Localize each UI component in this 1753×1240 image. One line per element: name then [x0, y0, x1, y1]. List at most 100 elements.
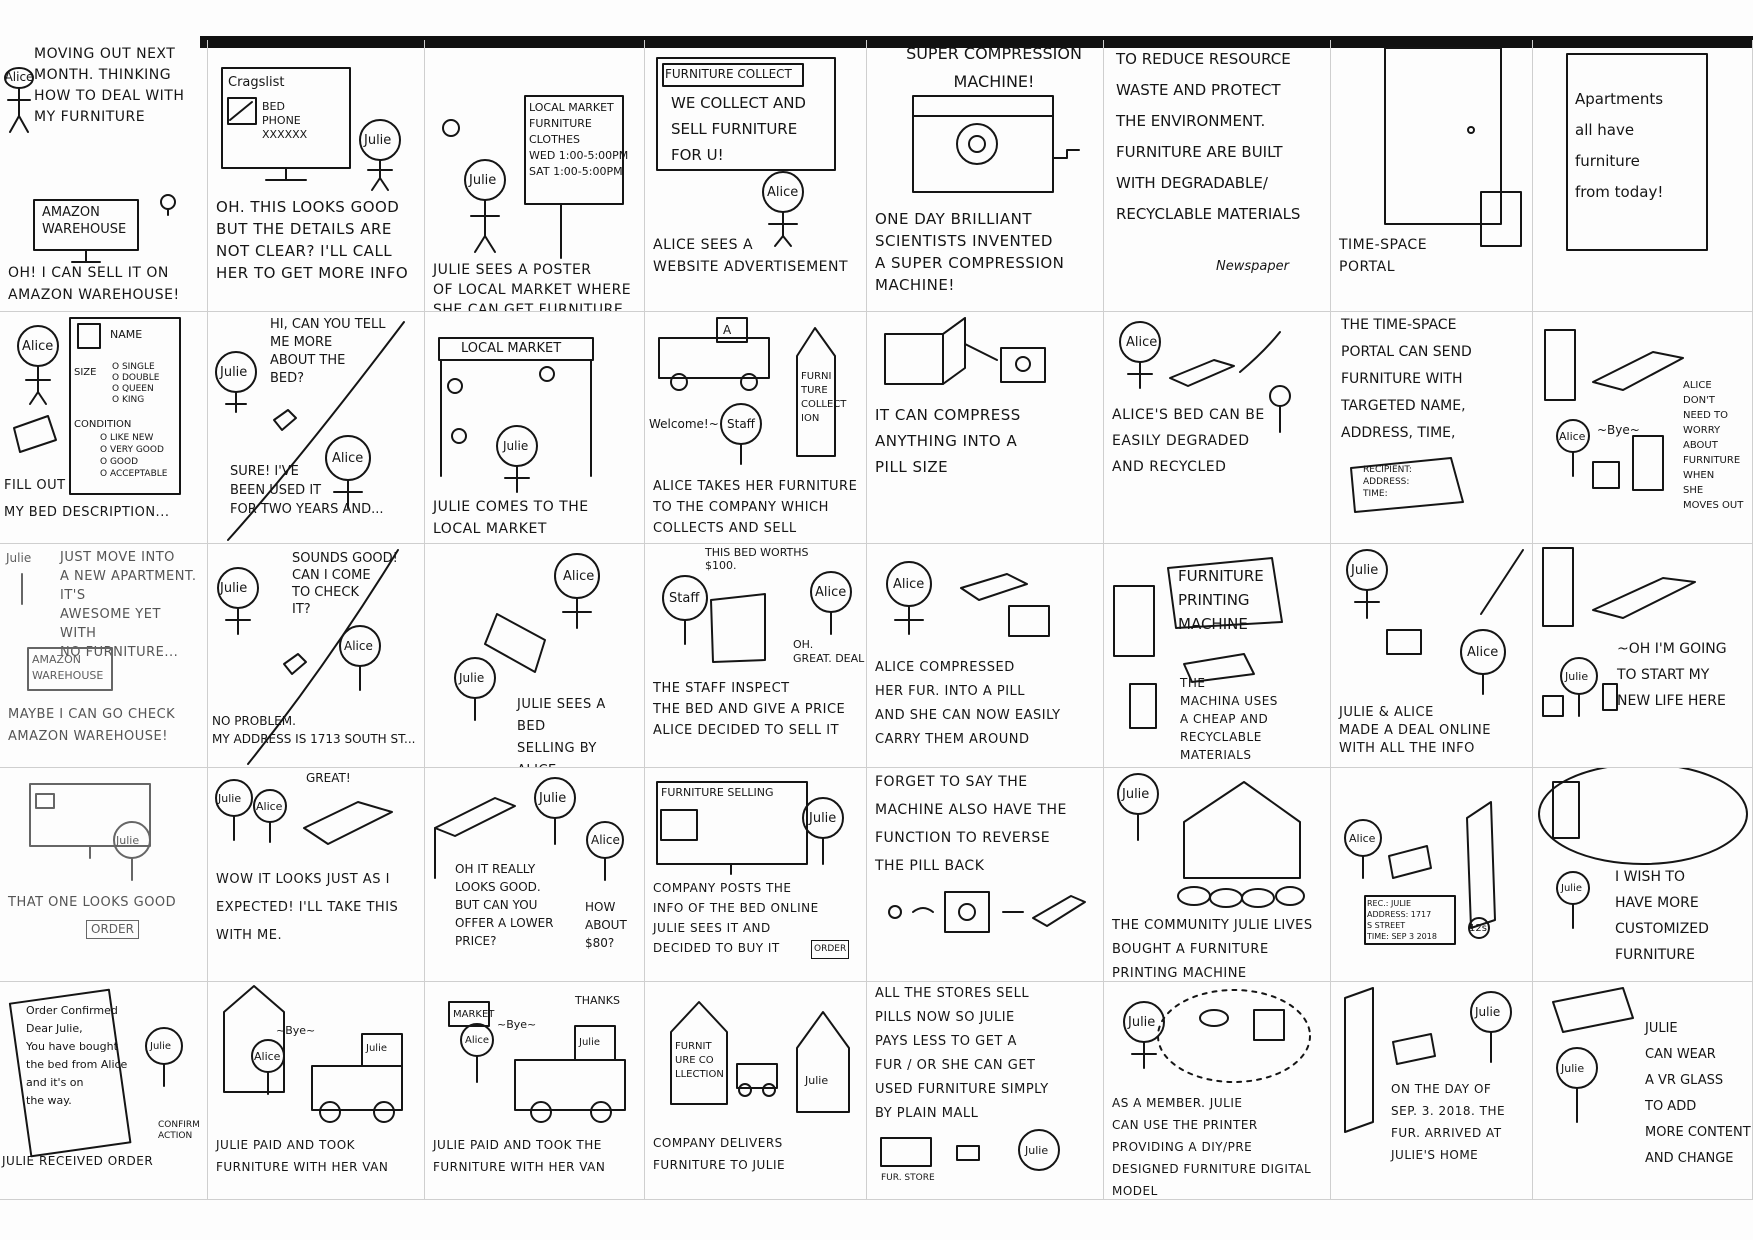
panel-20: This bed worths $100. Staff Alice Oh. gr… [645, 544, 867, 768]
panel-33: Order Confirmed Dear Julie, You have bou… [0, 982, 208, 1200]
julie-name: Julie [1025, 1144, 1049, 1157]
panel-2-caption: Oh. This looks good but the details are … [216, 198, 409, 282]
alice-name: Alice [815, 585, 847, 600]
panel-26-caption: Wow it looks just as I expected! I'll ta… [216, 872, 399, 943]
panel-25-caption: That one looks good [8, 895, 177, 910]
panel-38: Julie As a member. Julie can use the pri… [1104, 982, 1331, 1200]
julie-name: Julie [539, 791, 567, 806]
panel-13-caption: It can compress anything into a pill siz… [875, 406, 1021, 476]
newspaper-label: Newspaper [1216, 259, 1289, 274]
fur-store-label: Fur. Store [881, 1173, 935, 1183]
panel-24-drawing [1542, 547, 1696, 717]
craigslist-listing: Bed Phone xxxxxx [262, 100, 308, 141]
staff-speech: Welcome!~ [649, 417, 719, 431]
order-button[interactable]: Order [811, 940, 850, 959]
julie-name: Julie [220, 365, 248, 380]
alice-name: Alice [893, 577, 925, 592]
panel-2: Cragslist Bed Phone xxxxxx Julie Oh. Thi… [208, 40, 425, 312]
julie-speech: ~Oh I'm going to start my new life here [1617, 641, 1727, 709]
panel-22-drawing [1113, 557, 1283, 729]
panel-16: Alice ~Bye~ Alice don't need to worry ab… [1533, 312, 1753, 544]
panel-11: Local Market Julie Julie comes to the lo… [425, 312, 645, 544]
panel-3: Julie Local Market furniture clothes Wed… [425, 40, 645, 312]
alice-speech: Sure! I've been used it for two years an… [230, 464, 384, 517]
panel-18-drawing [217, 549, 399, 765]
confirm-action-button[interactable]: Confirm Action [158, 1120, 200, 1141]
panel-17-caption: Just move into a new apartment. It's awe… [60, 550, 197, 660]
sign-drawing [1566, 53, 1708, 251]
julie-name: Julie [1122, 787, 1150, 802]
panel-21: Alice Alice compressed her fur. into a p… [867, 544, 1104, 768]
staff-name: Staff [727, 417, 755, 431]
panel-12: A Furni ture Collect ion Welcome!~ Staff… [645, 312, 867, 544]
panel-35: Market Alice Julie ~Bye~ Thanks Julie pa… [425, 982, 645, 1200]
julie-name: Julie [469, 173, 497, 188]
panel-31-drawing [1344, 801, 1496, 945]
craigslist-title: Cragslist [228, 75, 285, 90]
great-speech: Great! [306, 771, 351, 785]
order-confirmed-card: Order Confirmed Dear Julie, You have bou… [26, 1004, 128, 1107]
store-sign: Furni ture Collect ion [801, 371, 847, 424]
amazon-warehouse-sign: Amazon Warehouse [32, 653, 104, 682]
panel-22: Furniture printing machine The machina u… [1104, 544, 1331, 768]
julie-name: Julie [1128, 1015, 1156, 1030]
panel-33-drawing [8, 988, 183, 1158]
panel-9-drawing [13, 317, 181, 495]
alice-speech: How about $80? [585, 900, 627, 950]
panel-18: Julie Sounds good! Can I come to check i… [208, 544, 425, 768]
panel-33-caption: Julie received order [2, 1154, 154, 1168]
panel-9: Alice Name Size o Single o Double o Quee… [0, 312, 208, 544]
julie-name: Julie [6, 551, 32, 565]
alice-name: Alice [332, 451, 364, 466]
panel-37-drawing [880, 1129, 1060, 1171]
newspaper-text: To reduce resource waste and protect the… [1116, 50, 1301, 223]
alice-name: Alice [767, 185, 799, 200]
alice-name: Alice [254, 1050, 281, 1063]
panel-14: Alice Alice's bed can be easily degraded… [1104, 312, 1331, 544]
panel-21-caption: Alice compressed her fur. into a pill an… [875, 660, 1061, 747]
panel-39-caption: On the day of Sep. 3. 2018. The fur. arr… [1391, 1082, 1506, 1162]
panel-11-drawing [438, 337, 594, 493]
panel-4-caption: Alice sees a website advertisement [653, 237, 849, 275]
panel-22-caption: The machina uses a cheap and recyclable … [1180, 676, 1278, 762]
website-header: Furniture Selling [661, 786, 774, 799]
panel-32-drawing [1538, 768, 1748, 929]
bye-speech: ~Bye~ [497, 1018, 537, 1031]
local-market-poster: Local Market furniture clothes Wed 1:00-… [529, 101, 629, 178]
panel-29-drawing [888, 891, 1086, 933]
panel-4-drawing [656, 57, 836, 247]
panel-19-caption: Julie sees a bed selling by Alice [517, 697, 606, 767]
panel-1: Moving out next month. thinking how to d… [0, 40, 208, 312]
form-condition-options: o Like new o Very good o Good o Acceptab… [100, 433, 168, 479]
panel-20-drawing [662, 571, 852, 663]
panel-34-caption: Julie paid and took furniture with her v… [216, 1138, 389, 1174]
portal-info-text: The time-space portal can send furniture… [1341, 317, 1472, 441]
panel-15-drawing [1350, 457, 1464, 513]
julie-name: Julie [1475, 1005, 1501, 1019]
panel-28-caption: Company posts the info of the bed online… [653, 881, 819, 955]
alice-name: Alice [563, 569, 595, 584]
panel-31: Alice Rec.: Julie Address: 1717 S Street… [1331, 768, 1533, 982]
panel-25-drawing [29, 783, 151, 881]
panel-13: It can compress anything into a pill siz… [867, 312, 1104, 544]
julie-name: Julie [1561, 883, 1582, 894]
julie-speech: Oh it really looks good. but can you off… [455, 862, 554, 948]
alice-name: Alice [344, 639, 373, 653]
panel-3-drawing [442, 95, 624, 259]
panel-36-drawing [670, 1001, 850, 1113]
panel-1-caption-2: Oh! I can sell it on Amazon Warehouse! [8, 265, 180, 303]
store-sign: Furnit ure Co llection [675, 1041, 724, 1080]
julie-name: Julie [1351, 563, 1379, 578]
alice-name: Alice [1126, 335, 1158, 350]
website-header: Furniture Collect [665, 67, 792, 81]
panel-7-caption: Time-Space Portal [1339, 237, 1428, 275]
julie-name: Julie [220, 581, 248, 596]
panel-16-drawing [1544, 329, 1684, 491]
panel-40-caption: Julie can wear a VR glass to add more co… [1645, 1021, 1751, 1166]
order-button[interactable]: Order [86, 920, 139, 939]
panel-35-caption: Julie paid and took the furniture with h… [433, 1138, 606, 1174]
panel-13-drawing [884, 317, 1046, 385]
storyboard-grid: Moving out next month. thinking how to d… [0, 40, 1753, 1200]
panel-23: Julie Alice Julie & Alice made a deal on… [1331, 544, 1533, 768]
